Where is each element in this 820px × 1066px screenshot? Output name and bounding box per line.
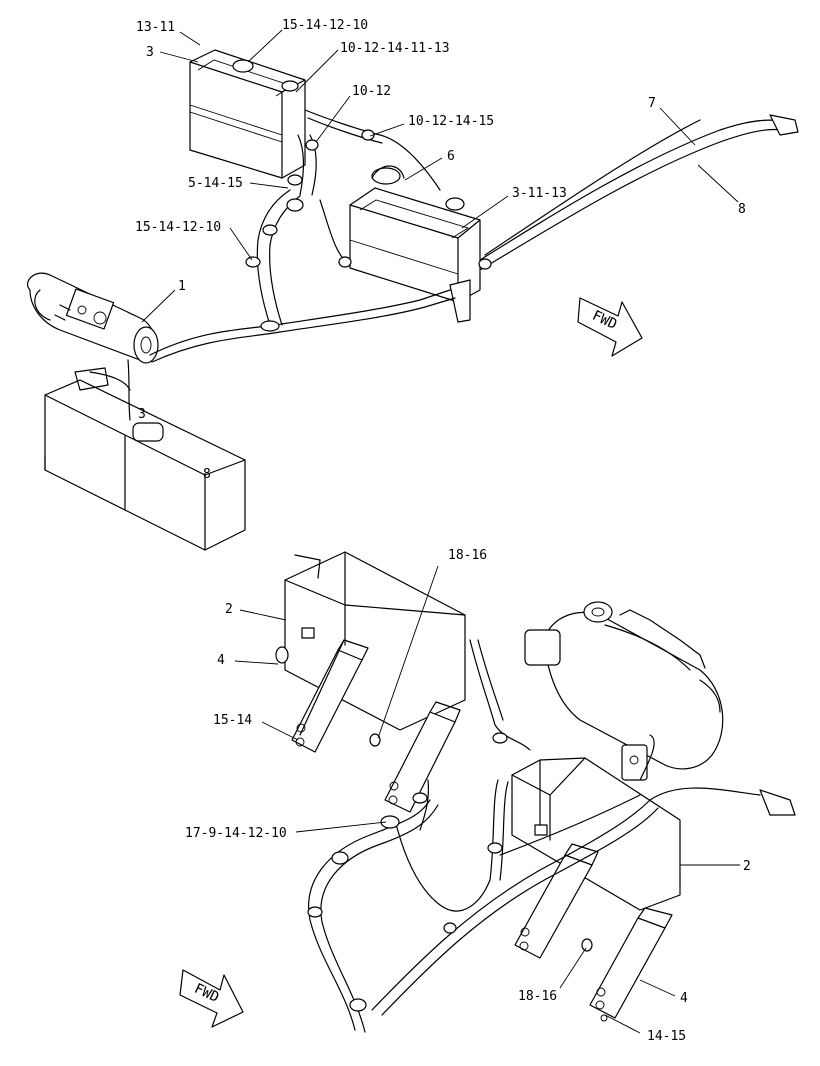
label-2-b: 2 bbox=[743, 859, 751, 874]
label-4-a: 4 bbox=[217, 653, 225, 668]
cables-upper bbox=[89, 109, 799, 421]
label-10-12: 10-12 bbox=[352, 84, 391, 99]
battery-box-middle bbox=[349, 165, 481, 323]
label-13-11: 13-11 bbox=[136, 20, 175, 35]
label-8: 8 bbox=[738, 202, 746, 217]
label-18-16-b: 18-16 bbox=[518, 989, 557, 1004]
tray-box-right bbox=[511, 757, 681, 911]
label-7: 7 bbox=[648, 96, 656, 111]
leader-lines-upper bbox=[141, 29, 739, 323]
fwd-arrow-bottom: FWD bbox=[179, 969, 244, 1028]
label-1: 1 bbox=[178, 279, 186, 294]
label-4-b: 4 bbox=[680, 991, 688, 1006]
label-15-14-12-10: 15-14-12-10 bbox=[282, 18, 368, 33]
cables-lower bbox=[307, 639, 796, 1033]
label-15-14: 15-14 bbox=[213, 713, 252, 728]
starter-motor-lower bbox=[524, 601, 724, 781]
hold-down-strap-right-b bbox=[581, 907, 673, 1022]
hold-down-strap-right-a bbox=[514, 843, 599, 959]
hold-down-strap-left bbox=[275, 639, 369, 753]
battery-negative-mark: 3 bbox=[138, 407, 146, 422]
fwd-arrow-top: FWD bbox=[577, 297, 643, 357]
label-17-9-14-12-10: 17-9-14-12-10 bbox=[185, 826, 287, 841]
battery-box-upper bbox=[189, 49, 306, 179]
label-18-16-a: 18-16 bbox=[448, 548, 487, 563]
label-10-12-14-11-13: 10-12-14-11-13 bbox=[340, 41, 450, 56]
label-3-11-13: 3-11-13 bbox=[512, 186, 567, 201]
label-15-14-12-10-b: 15-14-12-10 bbox=[135, 220, 221, 235]
label-5-14-15: 5-14-15 bbox=[188, 176, 243, 191]
leader-lines-lower bbox=[234, 565, 740, 1034]
label-3: 3 bbox=[146, 45, 154, 60]
labels-lower: 18-16 2 4 15-14 17-9-14-12-10 2 18-16 4 … bbox=[185, 548, 751, 1044]
labels-upper: 13-11 15-14-12-10 10-12-14-11-13 3 10-12… bbox=[135, 18, 746, 294]
battery-upper: 3 8 bbox=[44, 367, 246, 551]
label-14-15: 14-15 bbox=[647, 1029, 686, 1044]
label-6: 6 bbox=[447, 149, 455, 164]
starter-motor-upper bbox=[27, 272, 159, 364]
battery-positive-mark: 8 bbox=[203, 467, 211, 482]
label-10-12-14-15: 10-12-14-15 bbox=[408, 114, 494, 129]
label-2-a: 2 bbox=[225, 602, 233, 617]
hold-down-strap-center bbox=[369, 701, 461, 813]
